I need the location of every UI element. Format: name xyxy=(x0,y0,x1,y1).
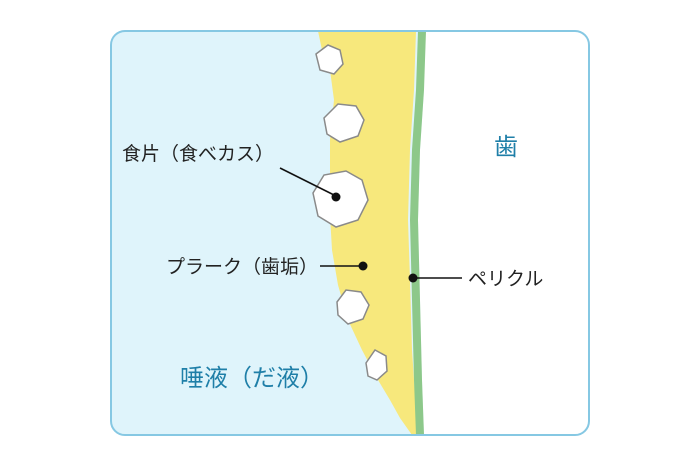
food-particle xyxy=(365,349,388,381)
plaque-dot xyxy=(358,261,368,271)
pellicle-layer xyxy=(410,31,426,435)
pellicle-label: ペリクル xyxy=(468,268,543,290)
food-debris-leader xyxy=(279,167,337,197)
leader-lines xyxy=(279,167,462,279)
food-particle xyxy=(323,103,365,143)
food-particle xyxy=(336,289,370,325)
food-debris-label: 食片（食べカス） xyxy=(122,143,274,165)
food-particle xyxy=(315,44,344,75)
food-debris-dot xyxy=(331,192,341,202)
saliva-label: 唾液（だ液） xyxy=(180,364,324,392)
food-debris-group xyxy=(312,44,388,381)
diagram-frame xyxy=(110,30,590,436)
tooth-label: 歯 xyxy=(494,133,518,161)
pellicle-dot xyxy=(408,273,418,283)
plaque-label: プラーク（歯垢） xyxy=(166,256,318,278)
tooth-region xyxy=(418,31,589,435)
leader-dots xyxy=(331,192,418,283)
food-particle xyxy=(312,170,369,228)
